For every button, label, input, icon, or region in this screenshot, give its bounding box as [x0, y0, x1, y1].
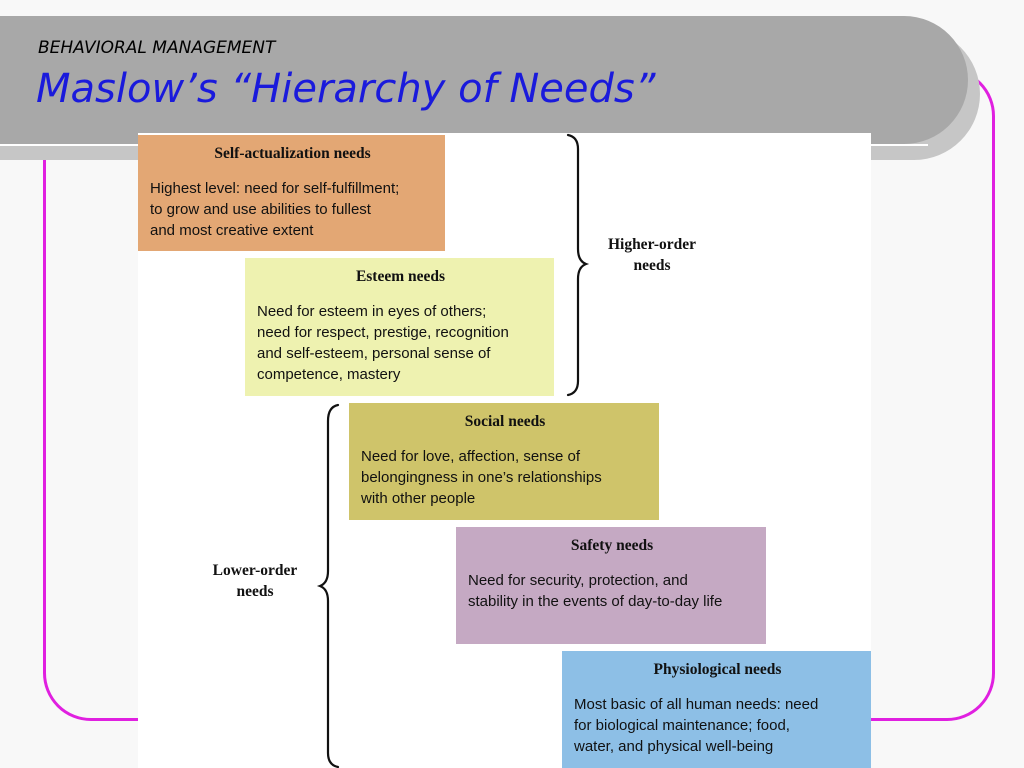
need-box-self-actualization: Self-actualization needs Highest level: … — [138, 135, 445, 251]
need-box-physiological: Physiological needs Most basic of all hu… — [562, 651, 871, 768]
higher-order-brace — [566, 133, 590, 397]
slide-title: Maslow’s “Hierarchy of Needs” — [36, 66, 656, 112]
need-description: Most basic of all human needs: need for … — [574, 696, 819, 755]
need-description: Need for security, protection, and stabi… — [468, 572, 723, 610]
need-box-social: Social needs Need for love, affection, s… — [349, 403, 659, 520]
need-title: Esteem needs — [355, 268, 446, 285]
hierarchy-figure: Self-actualization needs Highest level: … — [138, 133, 871, 768]
need-description: Need for love, affection, sense of belon… — [361, 448, 602, 507]
need-box-esteem: Esteem needs Need for esteem in eyes of … — [245, 258, 554, 396]
need-title: Safety needs — [570, 537, 654, 554]
need-description: Highest level: need for self-fulfillment… — [150, 180, 400, 239]
group-braces — [316, 133, 590, 768]
need-description: Need for esteem in eyes of others; need … — [257, 303, 509, 383]
title-bar — [0, 16, 968, 144]
section-kicker: BEHAVIORAL MANAGEMENT — [38, 38, 276, 58]
lower-order-label: Lower-order needs — [212, 562, 298, 600]
need-title: Physiological needs — [653, 661, 782, 678]
need-title: Social needs — [464, 413, 546, 430]
higher-order-label: Higher-order needs — [607, 236, 697, 274]
need-box-safety: Safety needs Need for security, protecti… — [456, 527, 766, 644]
lower-order-brace — [316, 403, 340, 768]
need-title: Self-actualization needs — [214, 145, 371, 162]
